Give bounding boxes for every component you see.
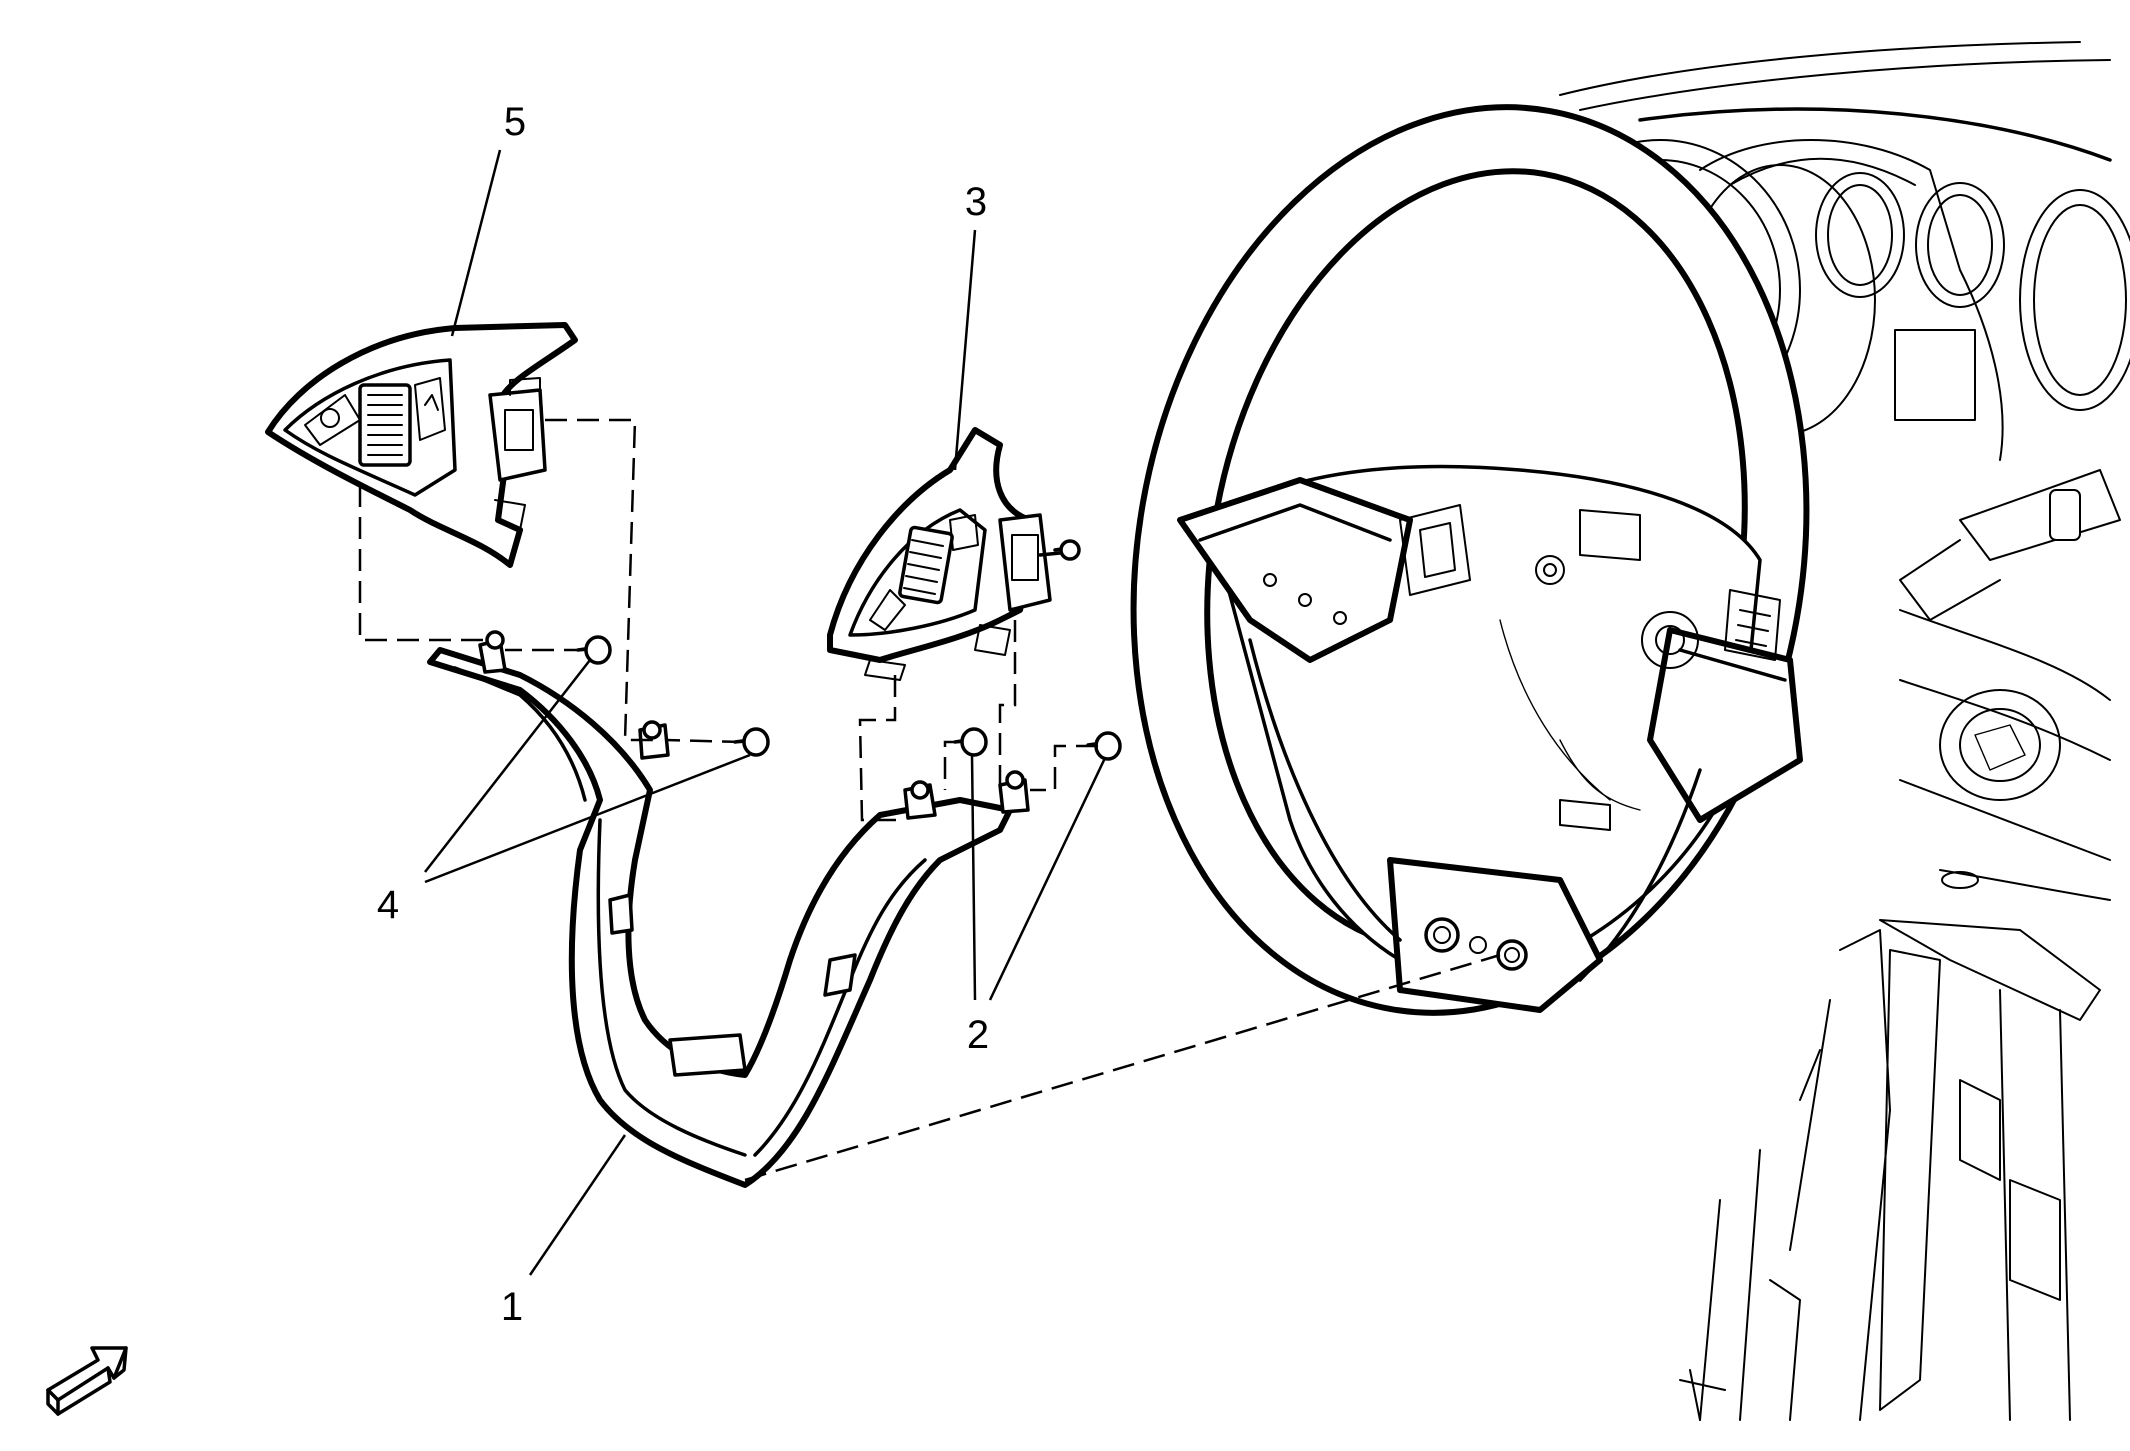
right-control-switch: [827, 427, 1081, 681]
view-direction-arrow-icon: [46, 1346, 128, 1416]
leader-line-4a: [424, 659, 591, 873]
callout-5: 5: [504, 100, 526, 144]
lower-trim-cover: [427, 630, 1030, 1188]
steering-wheel: [1130, 104, 1810, 1016]
leader-line-5: [450, 149, 502, 337]
callout-1: 1: [501, 1285, 523, 1329]
callout-3: 3: [965, 180, 987, 224]
leader-lines: [424, 149, 1107, 1276]
left-control-switch: [265, 322, 578, 568]
callout-4: 4: [377, 883, 399, 927]
leader-line-2b: [988, 757, 1107, 1001]
dashboard-background: [1339, 41, 2130, 1421]
assembly-dashed-lines: [358, 418, 1501, 1182]
leader-line-1: [528, 1134, 627, 1276]
leader-line-4b: [424, 753, 751, 884]
callout-labels: 5 3 4 2 1: [377, 100, 989, 1329]
callout-2: 2: [967, 1013, 989, 1057]
leader-line-2a: [970, 754, 977, 1001]
leader-line-3: [953, 229, 977, 471]
